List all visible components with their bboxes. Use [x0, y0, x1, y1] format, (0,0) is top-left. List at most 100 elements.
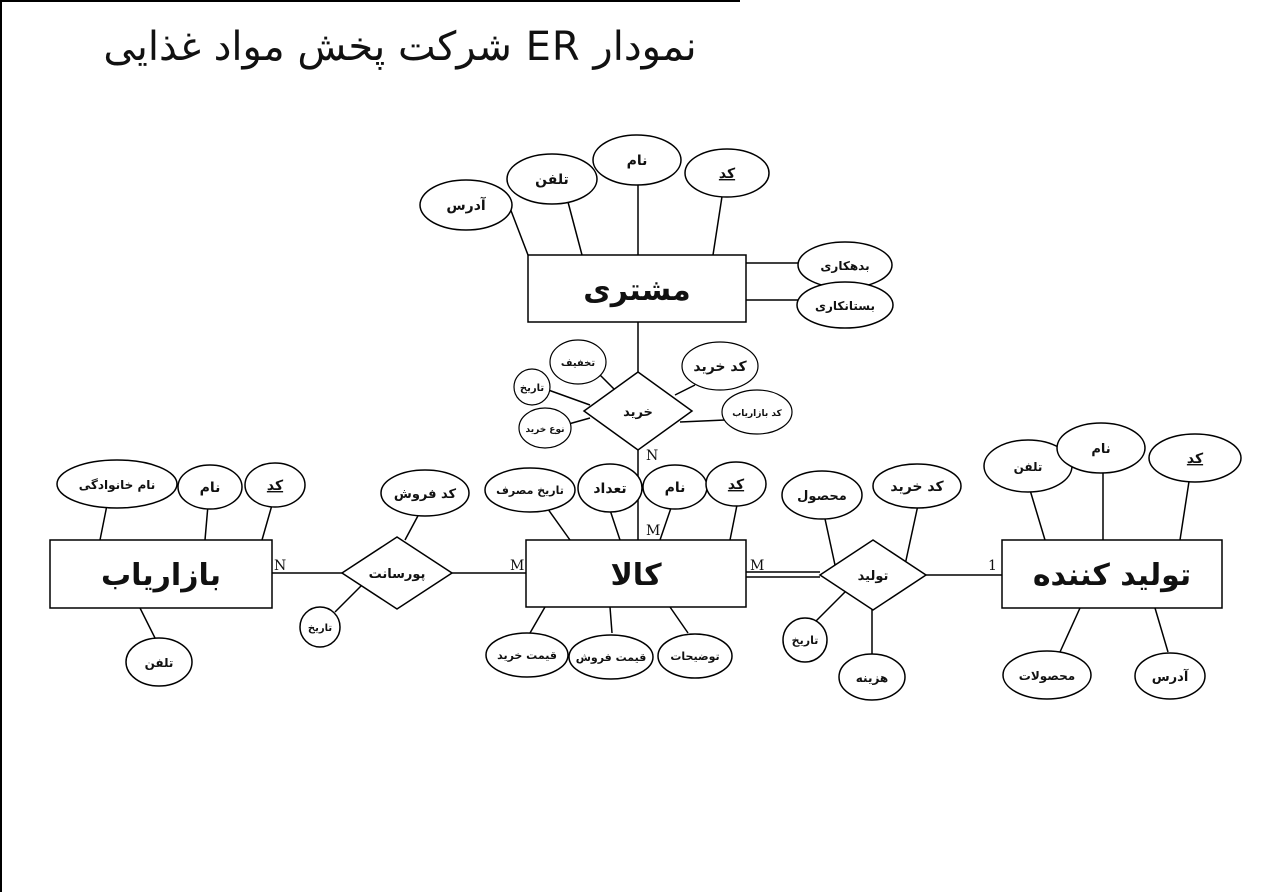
- card-producer-production: 1: [988, 558, 997, 574]
- attr-customer-phone-label: تلفن: [535, 172, 569, 188]
- attr-producer-products-label: محصولات: [1019, 669, 1075, 684]
- card-product-commission: M: [510, 558, 524, 574]
- entity-marketer-box: [49, 539, 273, 609]
- attr-production-date-label: تاریخ: [792, 634, 819, 647]
- relationship-production-label: تولید: [858, 569, 889, 584]
- attr-production-cost-label: هزینه: [856, 671, 888, 685]
- relationship-purchase: خرید: [582, 371, 694, 451]
- attr-producer-code-label: کد: [1187, 451, 1204, 467]
- attr-purchase-discount: [549, 339, 607, 385]
- attr-commission-salecode: [380, 469, 470, 517]
- attr-production-product: [781, 470, 863, 520]
- attr-customer-creditor: [796, 281, 894, 329]
- attr-product-purchase-price-label: قیمت خرید: [497, 649, 557, 662]
- line-producer-address: [1154, 607, 1169, 653]
- attr-purchase-discount-label: تخفیف: [561, 358, 595, 369]
- entity-producer: تولید کننده: [1001, 539, 1223, 609]
- attr-customer-code-label: کد: [719, 166, 736, 182]
- entity-product-label: کالا: [610, 558, 662, 593]
- attr-marketer-code-label: کد: [267, 478, 284, 494]
- relationship-commission-diamond: [340, 536, 454, 610]
- line-commission-date: [334, 584, 363, 613]
- attr-customer-name: [592, 134, 682, 186]
- card-purchase-product: N: [646, 448, 658, 464]
- line-product-sale-price: [609, 606, 613, 634]
- attr-purchase-marketer-code-label: کد بازاریاب: [732, 409, 782, 419]
- entity-customer-box: [527, 254, 747, 323]
- attr-production-date: [782, 617, 828, 663]
- attr-customer-address: [419, 179, 513, 231]
- attr-product-expiry-label: تاریخ مصرف: [496, 484, 564, 497]
- attr-marketer-phone-label: تلفن: [145, 656, 174, 670]
- diagram-title: نمودار ER شرکت پخش مواد غذایی: [103, 24, 697, 70]
- line-customer-phone: [567, 201, 583, 256]
- card-marketer-commission: N: [274, 558, 286, 574]
- entity-product-box: [525, 539, 747, 608]
- attr-purchase-code-label: کد خرید: [693, 359, 747, 375]
- entity-customer-label: مشتری: [583, 273, 691, 308]
- attr-marketer-code: [244, 462, 306, 508]
- line-marketer-phone: [139, 607, 156, 639]
- line-marketer-name: [204, 504, 209, 541]
- attr-producer-address: [1134, 652, 1206, 700]
- attr-product-code: [705, 461, 767, 507]
- attr-customer-phone: [506, 153, 598, 205]
- entity-marketer: بازاریاب: [49, 539, 273, 609]
- attr-product-sale-price: [568, 634, 654, 680]
- line-purchase-discount: [599, 374, 616, 391]
- attr-product-purchase-price: [485, 632, 569, 678]
- relationship-purchase-diamond: [582, 371, 694, 451]
- relationship-production-diamond: [818, 539, 928, 611]
- attr-producer-phone-label: تلفن: [1014, 460, 1043, 474]
- line-producer-code: [1179, 474, 1191, 541]
- attr-marketer-family: [56, 459, 178, 509]
- attr-marketer-phone: [125, 637, 193, 687]
- attr-product-name-label: نام: [665, 480, 686, 496]
- attr-purchase-code: [681, 341, 759, 391]
- attr-production-code: [872, 463, 962, 509]
- page-border-top: [0, 0, 740, 2]
- line-producer-phone: [1029, 489, 1046, 541]
- line-production-code: [904, 504, 919, 566]
- line-customer-code: [712, 189, 724, 256]
- attr-customer-address-label: آدرس: [446, 196, 487, 214]
- attr-purchase-date-label: تاریخ: [520, 383, 544, 394]
- line-producer-products: [1059, 607, 1081, 653]
- line-purchase-code: [674, 384, 696, 396]
- attr-production-cost: [838, 653, 906, 701]
- relationship-production: تولید: [818, 539, 928, 611]
- relationship-purchase-label: خرید: [623, 405, 653, 420]
- attr-product-count: [577, 463, 643, 513]
- connector-lines: [99, 185, 1191, 655]
- line-production-date: [814, 591, 846, 623]
- attr-commission-date: [299, 606, 341, 648]
- line-product-count: [609, 509, 621, 541]
- line-product-description: [669, 606, 689, 634]
- attr-producer-name: [1056, 422, 1146, 474]
- attr-purchase-marketer-code: [721, 389, 793, 435]
- entity-producer-box: [1001, 539, 1223, 609]
- attr-purchase-date: [513, 368, 551, 406]
- attr-production-code-label: کد خرید: [890, 479, 944, 495]
- attr-product-expiry: [484, 467, 576, 513]
- entity-customer: مشتری: [527, 254, 747, 323]
- card-product-production: M: [750, 558, 764, 574]
- line-product-purchase-price: [529, 606, 546, 634]
- attr-purchase-type-label: نوع خرید: [526, 425, 565, 435]
- attr-product-count-label: تعداد: [593, 481, 626, 497]
- card-product-purchase: M: [646, 523, 660, 539]
- attr-marketer-name-label: نام: [200, 480, 221, 496]
- attr-product-description-label: توضیحات: [670, 650, 719, 663]
- entity-marketer-label: بازاریاب: [101, 558, 221, 593]
- entity-producer-label: تولید کننده: [1033, 558, 1191, 593]
- line-customer-address: [509, 207, 529, 256]
- attr-product-code-label: کد: [728, 477, 745, 493]
- relationship-commission-label: پورسانت: [369, 567, 426, 582]
- attr-producer-address-label: آدرس: [1152, 668, 1189, 685]
- page-border-left: [0, 0, 2, 892]
- attr-commission-salecode-label: کد فروش: [394, 487, 457, 502]
- line-product-expiry: [544, 504, 571, 541]
- attr-purchase-type: [518, 407, 572, 449]
